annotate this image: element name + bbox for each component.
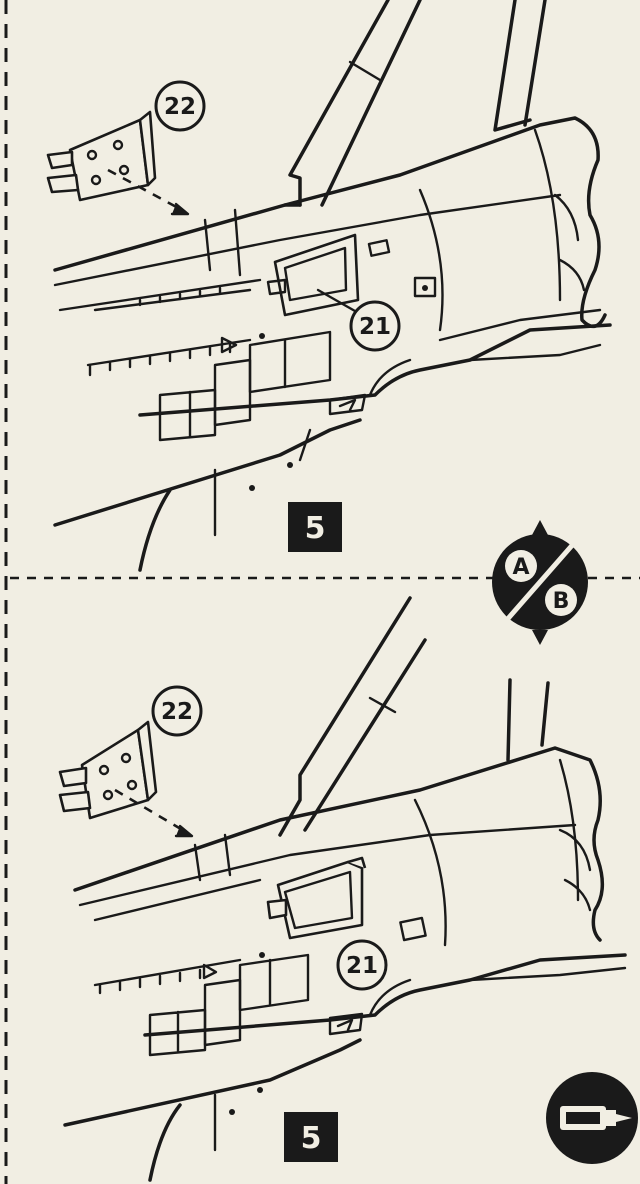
arrow-head (170, 202, 190, 216)
option-a-b-icon: A B (492, 520, 588, 645)
part-21-detail (266, 856, 367, 940)
svg-text:5: 5 (305, 511, 326, 546)
fuselage (63, 746, 627, 1182)
part-22-detail (58, 720, 158, 820)
part-21-installed (266, 233, 360, 317)
arrow-head (174, 824, 194, 838)
placement-arrow-22 (114, 788, 187, 834)
svg-text:21: 21 (346, 953, 378, 979)
callout-21: 21 (349, 300, 401, 352)
placement-arrow-22 (107, 168, 183, 212)
svg-text:22: 22 (161, 699, 193, 725)
callout-21: 21 (336, 939, 388, 991)
tail-fin (288, 0, 547, 207)
bottom-panel: 22 21 5 (58, 596, 627, 1182)
option-b-label: B (553, 589, 570, 614)
fuselage (53, 116, 612, 572)
option-a-label: A (512, 555, 529, 580)
callout-22: 22 (154, 80, 206, 132)
callout-22: 22 (151, 685, 203, 737)
step-number-badge: 5 (288, 502, 342, 552)
svg-text:21: 21 (359, 314, 391, 340)
step-number-badge: 5 (284, 1112, 338, 1162)
svg-text:22: 22 (164, 94, 196, 120)
svg-text:5: 5 (301, 1121, 322, 1156)
cement-tube-icon (546, 1072, 638, 1164)
top-panel: 22 21 5 (46, 0, 612, 572)
